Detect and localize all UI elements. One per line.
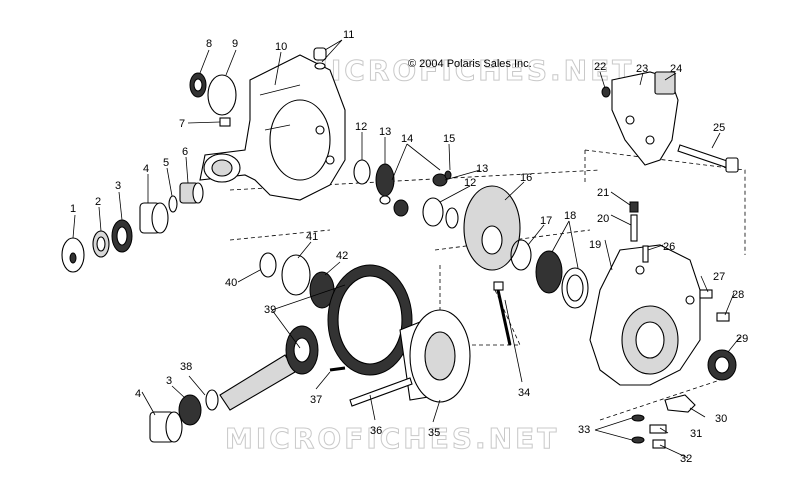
carrier-35 bbox=[399, 309, 471, 403]
callout-39: 39 bbox=[264, 304, 276, 316]
callout-23: 23 bbox=[636, 63, 648, 75]
callout-20: 20 bbox=[597, 213, 609, 225]
callout-5: 5 bbox=[163, 157, 169, 169]
shaft-36 bbox=[349, 377, 413, 407]
callout-31: 31 bbox=[690, 428, 702, 440]
mount-bracket bbox=[611, 71, 679, 166]
bearing-3-lower bbox=[178, 394, 202, 426]
callout-18: 18 bbox=[564, 210, 576, 222]
watermark-top: MICROFICHES.NET bbox=[300, 54, 634, 87]
differential-gear-group bbox=[353, 159, 459, 229]
callout-15: 15 bbox=[443, 133, 455, 145]
breather-11 bbox=[313, 47, 327, 61]
callout-30: 30 bbox=[715, 413, 727, 425]
callout-28: 28 bbox=[732, 289, 744, 301]
callout-33: 33 bbox=[578, 424, 590, 436]
callout-22: 22 bbox=[594, 61, 606, 73]
screw-32 bbox=[652, 439, 666, 449]
plug-27 bbox=[699, 289, 713, 299]
callout-24: 24 bbox=[670, 63, 682, 75]
spring-31 bbox=[649, 424, 667, 434]
callout-37: 37 bbox=[310, 394, 322, 406]
callout-14: 14 bbox=[401, 133, 413, 145]
callout-7: 7 bbox=[179, 118, 185, 130]
callout-numbers: 1 2 3 4 5 6 7 8 9 10 11 12 13 14 15 13 1… bbox=[70, 29, 748, 465]
callout-4-lower: 4 bbox=[135, 388, 141, 400]
callout-2: 2 bbox=[95, 196, 101, 208]
callout-3: 3 bbox=[115, 180, 121, 192]
bearing-18 bbox=[535, 250, 563, 294]
callout-29: 29 bbox=[736, 333, 748, 345]
pin-20 bbox=[630, 214, 638, 242]
callout-3-lower: 3 bbox=[166, 375, 172, 387]
callout-25: 25 bbox=[713, 122, 725, 134]
watermark-bottom: MICROFICHES.NET bbox=[225, 422, 559, 455]
shift-fork-30 bbox=[664, 394, 696, 413]
o-ring-9 bbox=[207, 74, 237, 116]
callout-26: 26 bbox=[663, 241, 675, 253]
callout-4: 4 bbox=[143, 163, 149, 175]
shim-38 bbox=[205, 389, 219, 411]
race-41 bbox=[281, 254, 311, 296]
callout-40: 40 bbox=[225, 277, 237, 289]
callout-38: 38 bbox=[180, 361, 192, 373]
bolt-28 bbox=[716, 312, 730, 322]
callout-17: 17 bbox=[540, 215, 552, 227]
ring-gear-39 bbox=[327, 264, 413, 376]
bolt-34 bbox=[496, 289, 512, 346]
callout-34: 34 bbox=[518, 387, 530, 399]
callout-35: 35 bbox=[428, 427, 440, 439]
bearing-42 bbox=[309, 271, 335, 309]
spring-21 bbox=[629, 201, 639, 213]
callout-27: 27 bbox=[713, 271, 725, 283]
callout-1: 1 bbox=[70, 203, 76, 215]
callout-41: 41 bbox=[306, 231, 318, 243]
callout-10: 10 bbox=[275, 41, 287, 53]
callout-36: 36 bbox=[370, 425, 382, 437]
gear-case-housing bbox=[199, 54, 346, 201]
callout-12-right: 12 bbox=[464, 177, 476, 189]
callout-12-top: 12 bbox=[355, 121, 367, 133]
washer-33b bbox=[631, 436, 645, 444]
callout-8: 8 bbox=[206, 38, 212, 50]
callout-11: 11 bbox=[343, 29, 354, 41]
callout-19: 19 bbox=[589, 239, 601, 251]
leader-lines bbox=[72, 39, 741, 459]
gear-case-cover bbox=[589, 244, 701, 386]
copyright-notice: © 2004 Polaris Sales Inc. bbox=[408, 58, 532, 70]
input-seal-group bbox=[61, 182, 204, 273]
callout-13-right: 13 bbox=[476, 163, 488, 175]
pin-26 bbox=[642, 245, 649, 263]
washer-33a bbox=[631, 414, 645, 422]
shim-40 bbox=[259, 252, 277, 278]
callout-6: 6 bbox=[182, 146, 188, 158]
callout-16: 16 bbox=[520, 172, 532, 184]
callout-21: 21 bbox=[597, 187, 609, 199]
flange-16 bbox=[463, 185, 521, 271]
callout-42: 42 bbox=[336, 250, 348, 262]
callout-13-top: 13 bbox=[379, 126, 391, 138]
pin-37 bbox=[329, 366, 346, 372]
callout-9: 9 bbox=[232, 38, 238, 50]
nut-22 bbox=[601, 86, 611, 98]
snap-ring-17 bbox=[510, 239, 532, 271]
callout-32: 32 bbox=[680, 453, 692, 465]
pinion-gear-39 bbox=[219, 325, 319, 411]
bolt-7 bbox=[219, 117, 231, 127]
